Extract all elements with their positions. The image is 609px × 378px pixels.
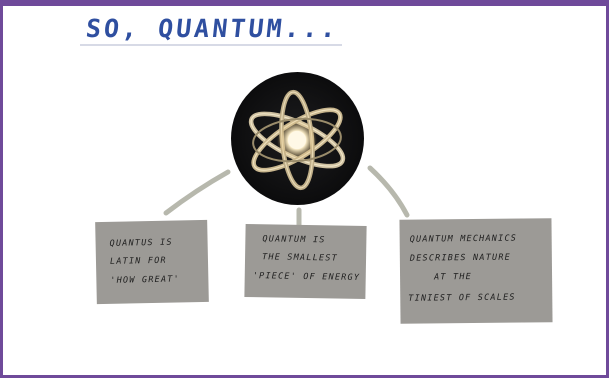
card-text-line: QUANTUS IS: [109, 237, 173, 249]
card-text-line: AT THE: [434, 272, 473, 283]
card-quantus-latin: QUANTUS IS LATIN FOR 'HOW GREAT': [95, 219, 209, 305]
card-text-line: 'HOW GREAT': [110, 274, 180, 286]
card-text-line: LATIN FOR: [109, 255, 167, 267]
connector-right: [367, 165, 410, 218]
card-smallest-piece: QUANTUM IS THE SMALLEST 'PIECE' OF ENERG…: [244, 223, 367, 300]
atom-illustration: [248, 89, 346, 191]
atom-icon: [231, 72, 364, 205]
title-underline: [80, 44, 342, 46]
connector-left: [163, 169, 231, 216]
card-text-line: QUANTUM IS: [262, 234, 326, 246]
card-text-line: DESCRIBES NATURE: [409, 252, 512, 264]
card-text-line: 'PIECE' OF ENERGY: [252, 271, 361, 283]
card-quantum-mechanics: QUANTUM MECHANICS DESCRIBES NATURE AT TH…: [399, 218, 553, 324]
card-text-line: TINIEST OF SCALES: [408, 292, 516, 304]
card-text-line: QUANTUM MECHANICS: [409, 233, 518, 245]
card-text-line: THE SMALLEST: [261, 252, 338, 264]
slide-top-border: [0, 0, 609, 6]
